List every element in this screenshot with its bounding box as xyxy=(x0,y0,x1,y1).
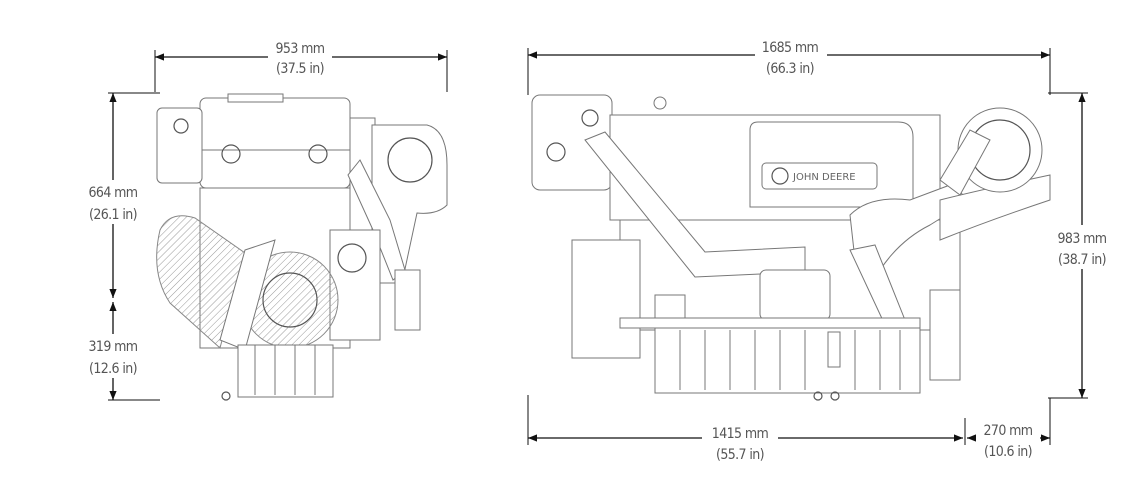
front-upper-height-mm-label: 664 mm xyxy=(89,185,138,201)
front-lower-height-mm-label: 319 mm xyxy=(89,339,138,355)
side-base-length-in-label: (55.7 in) xyxy=(716,447,764,463)
front-width-in-label: (37.5 in) xyxy=(276,61,324,77)
front-upper-height-in-label: (26.1 in) xyxy=(89,207,137,223)
side-rear-overhang-mm-label: 270 mm xyxy=(984,423,1033,439)
side-overall-height-mm-label: 983 mm xyxy=(1058,231,1107,247)
front-lower-height-in-label: (12.6 in) xyxy=(89,361,137,377)
front-view-engine xyxy=(156,93,448,401)
side-rear-overhang-in-label: (10.6 in) xyxy=(984,444,1032,460)
front-width-mm-label: 953 mm xyxy=(276,41,325,57)
side-base-length-mm-label: 1415 mm xyxy=(712,426,769,442)
side-overall-length-mm-label: 1685 mm xyxy=(762,40,819,56)
side-overall-height-in-label: (38.7 in) xyxy=(1058,252,1106,268)
john-deere-logo: JOHN DEERE xyxy=(792,172,856,183)
side-view-dimensions xyxy=(527,36,1117,461)
front-view-dimensions xyxy=(78,38,448,401)
side-view-engine: JOHN DEERE xyxy=(531,94,1051,401)
side-overall-length-in-label: (66.3 in) xyxy=(766,61,814,77)
